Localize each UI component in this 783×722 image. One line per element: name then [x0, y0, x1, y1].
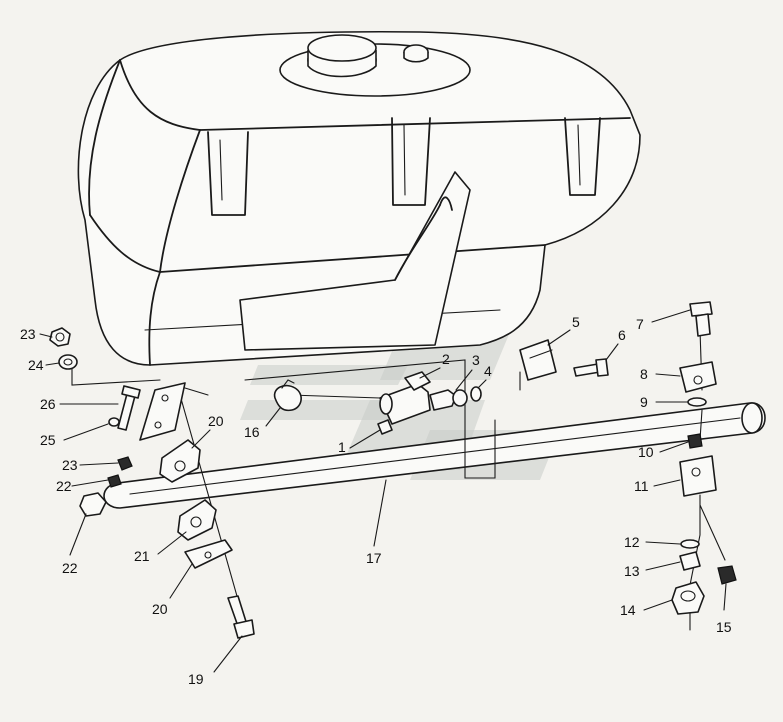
- callout-7: 7: [636, 316, 644, 332]
- callout-16: 16: [244, 424, 260, 440]
- parts: [49, 301, 737, 639]
- callout-9: 9: [640, 394, 648, 410]
- callout-6: 6: [618, 327, 626, 343]
- callout-4: 4: [484, 363, 492, 379]
- callout-22: 22: [56, 478, 72, 494]
- callout-14: 14: [620, 602, 636, 618]
- callout-13: 13: [624, 563, 640, 579]
- callout-8: 8: [640, 366, 648, 382]
- callout-18: 19: [188, 671, 204, 687]
- callout-22: 23: [20, 326, 36, 342]
- callout-5: 5: [572, 314, 580, 330]
- callout-20: 20: [208, 413, 224, 429]
- callout-11: 11: [634, 478, 649, 494]
- callout-25: 26: [40, 396, 56, 412]
- callout-23: 23: [62, 457, 78, 473]
- callout-3: 3: [472, 352, 480, 368]
- callout-2: 2: [442, 351, 450, 367]
- callout-10: 10: [638, 444, 654, 460]
- callout-leaders: [39, 309, 727, 673]
- callout-21: 22: [62, 560, 78, 576]
- callout-labels: 23 24 26 25 23 22 22 20 21 20 19 16 1 2 …: [20, 314, 732, 687]
- callout-19: 20: [152, 601, 168, 617]
- callout-1: 1: [338, 439, 346, 455]
- main-tube: [103, 402, 766, 509]
- callout-17: 17: [366, 550, 382, 566]
- callout-24: 25: [40, 432, 56, 448]
- fuel-tank: [77, 30, 641, 366]
- callout-15: 15: [716, 619, 732, 635]
- callout-20: 21: [134, 548, 150, 564]
- callout-12: 12: [624, 534, 640, 550]
- callout-23: 24: [28, 357, 44, 373]
